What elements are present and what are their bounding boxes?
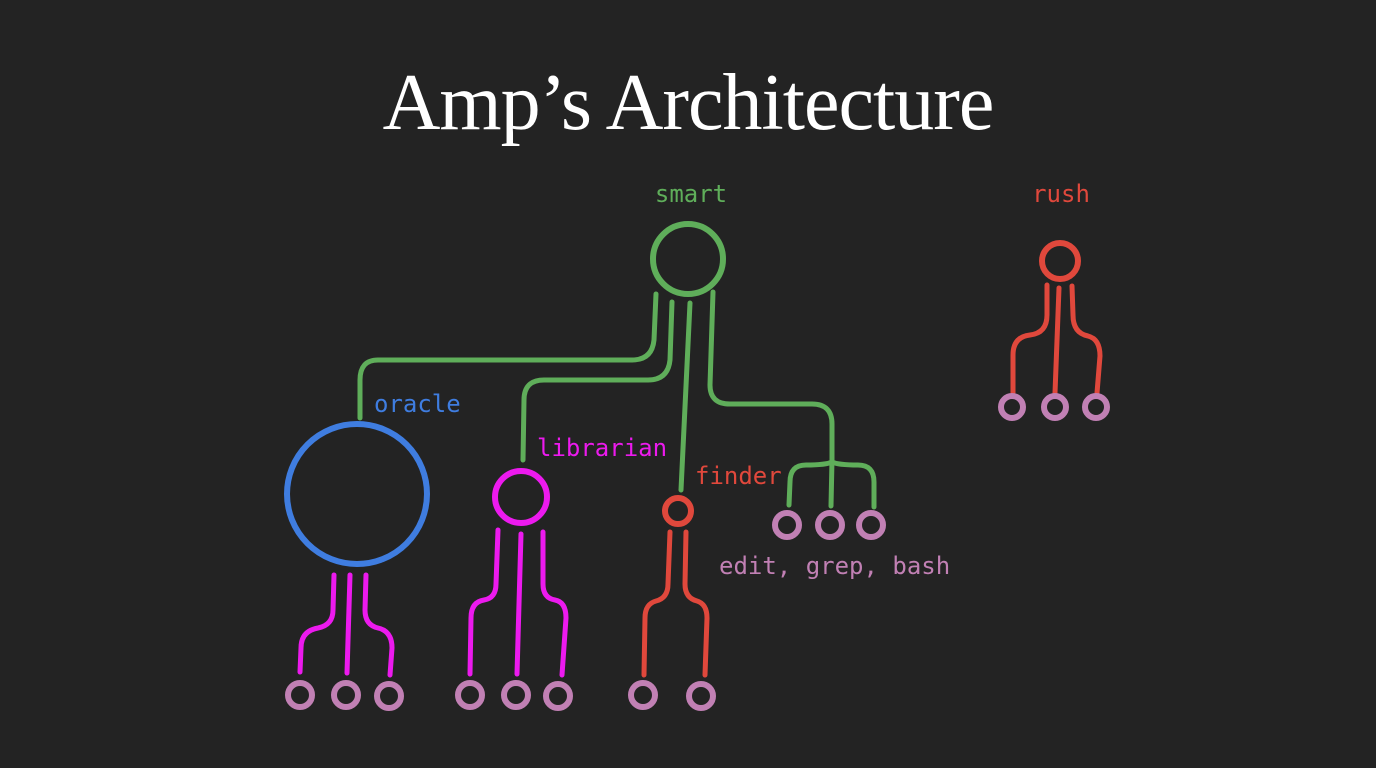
smart-to-tools-wire <box>707 289 835 463</box>
connector-wire <box>641 529 673 678</box>
oracle-node <box>284 421 430 567</box>
librarian-tools <box>455 680 573 711</box>
connector-wire <box>1069 283 1103 396</box>
smart-node <box>650 221 726 297</box>
tool-node <box>628 680 658 710</box>
librarian-label: librarian <box>537 434 667 462</box>
finder-tools <box>628 680 716 711</box>
smart-to-librarian-wire <box>520 299 675 463</box>
connector-wire <box>362 572 395 678</box>
rush-node <box>1039 240 1081 282</box>
smart-tools <box>772 510 886 540</box>
finder-label: finder <box>695 462 782 490</box>
connector-wire <box>1010 282 1050 396</box>
connector-wire <box>297 572 337 675</box>
tool-node <box>374 681 404 711</box>
connector-wire <box>344 572 353 676</box>
finder-node <box>662 495 694 527</box>
smart-label: smart <box>655 180 727 208</box>
rush-tools <box>998 393 1110 421</box>
rush-label: rush <box>1032 180 1090 208</box>
connector-wire <box>514 531 524 677</box>
tool-node <box>455 680 485 710</box>
tool-node <box>856 510 886 540</box>
tool-node <box>815 510 845 540</box>
tool-node <box>331 680 361 710</box>
page-title: Amp’s Architecture <box>382 59 995 147</box>
finder-wires <box>641 529 710 678</box>
tool-node <box>772 510 802 540</box>
smart-to-oracle-wire <box>357 291 659 421</box>
tool-node <box>1082 393 1110 421</box>
connector-wire <box>1052 285 1062 396</box>
tools-label: edit, grep, bash <box>719 552 950 580</box>
tool-node <box>501 680 531 710</box>
tools-branch-right-wire <box>829 459 877 510</box>
tool-node <box>543 681 573 711</box>
tool-node <box>998 393 1026 421</box>
librarian-wires <box>467 527 569 678</box>
oracle-label: oracle <box>374 390 461 418</box>
connector-wire <box>467 527 501 677</box>
oracle-wires <box>297 572 395 678</box>
tool-node <box>1041 393 1069 421</box>
tools-branch-mid-wire <box>828 457 835 509</box>
rush-wires <box>1010 282 1103 396</box>
smart-to-finder-wire <box>678 300 693 493</box>
oracle-tools <box>285 680 404 711</box>
connector-wire <box>682 529 710 678</box>
tool-node <box>686 681 716 711</box>
smart-wires <box>357 289 877 510</box>
librarian-node <box>492 468 550 526</box>
connector-wire <box>540 529 569 678</box>
tools-branch-left-wire <box>786 459 835 508</box>
tool-node <box>285 680 315 710</box>
